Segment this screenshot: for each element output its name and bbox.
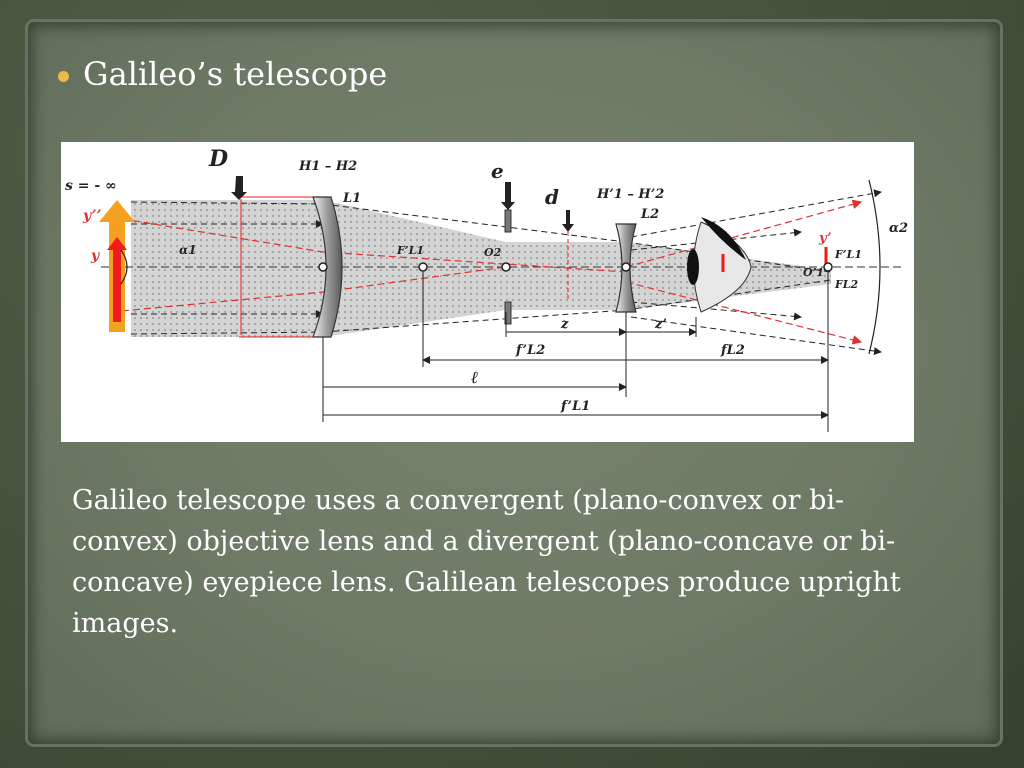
label-F-L1p-right: F’L1 <box>834 248 862 261</box>
eye-icon <box>687 217 752 313</box>
red-rays <box>110 199 863 345</box>
label-L2: L2 <box>640 207 659 222</box>
label-z: z <box>560 317 569 332</box>
aperture-dimension <box>239 196 313 338</box>
label-f-L1p: f’L1 <box>560 399 590 414</box>
label-z-prime: z’ <box>654 317 667 332</box>
label-H1H2: H1 – H2 <box>298 159 357 174</box>
label-d: d <box>545 185 559 209</box>
slide-title: Galileo’s telescope <box>83 55 388 93</box>
label-f-L2: fL2 <box>720 343 745 358</box>
object-arrows <box>99 200 135 332</box>
bullet-dot-icon <box>58 70 69 82</box>
label-O1p: O’1 <box>803 266 824 279</box>
d-pointer-icon <box>562 210 574 232</box>
label-F-L1p-left: F’L1 <box>396 244 424 257</box>
label-alpha1: α1 <box>179 243 197 257</box>
label-y: y <box>90 248 100 264</box>
label-f-L2p: f’L2 <box>515 343 545 358</box>
label-O2: O2 <box>484 246 502 259</box>
bullet-item: Galileo’s telescope <box>58 52 387 96</box>
axis-points <box>318 262 833 272</box>
label-e: e <box>491 159 504 183</box>
slide-body-text: Galileo telescope uses a convergent (pla… <box>72 485 901 639</box>
D-pointer-icon <box>231 176 247 200</box>
telescope-diagram: D H1 – H2 L1 e d H’1 – H’2 L2 s = - ∞ y’… <box>61 142 914 442</box>
dashed-rays <box>130 189 882 355</box>
alpha1-arc <box>120 249 128 285</box>
label-y-prime: y’ <box>818 231 832 246</box>
e-pointer-icon <box>501 182 515 210</box>
label-alpha2: α2 <box>889 221 908 236</box>
extension-lines <box>322 272 829 432</box>
light-beam <box>131 200 831 337</box>
label-ell: ℓ <box>471 368 478 388</box>
alpha2-arc <box>868 179 881 355</box>
label-D: D <box>208 146 228 172</box>
label-F-L2: FL2 <box>834 278 859 291</box>
dimension-lines <box>323 328 829 419</box>
label-s-inf: s = - ∞ <box>65 178 117 194</box>
label-H1pH2p: H’1 – H’2 <box>596 187 664 202</box>
diagram-svg: D H1 – H2 L1 e d H’1 – H’2 L2 s = - ∞ y’… <box>65 146 908 432</box>
label-L1: L1 <box>342 191 361 206</box>
label-y-double-prime: y’’ <box>82 208 102 224</box>
